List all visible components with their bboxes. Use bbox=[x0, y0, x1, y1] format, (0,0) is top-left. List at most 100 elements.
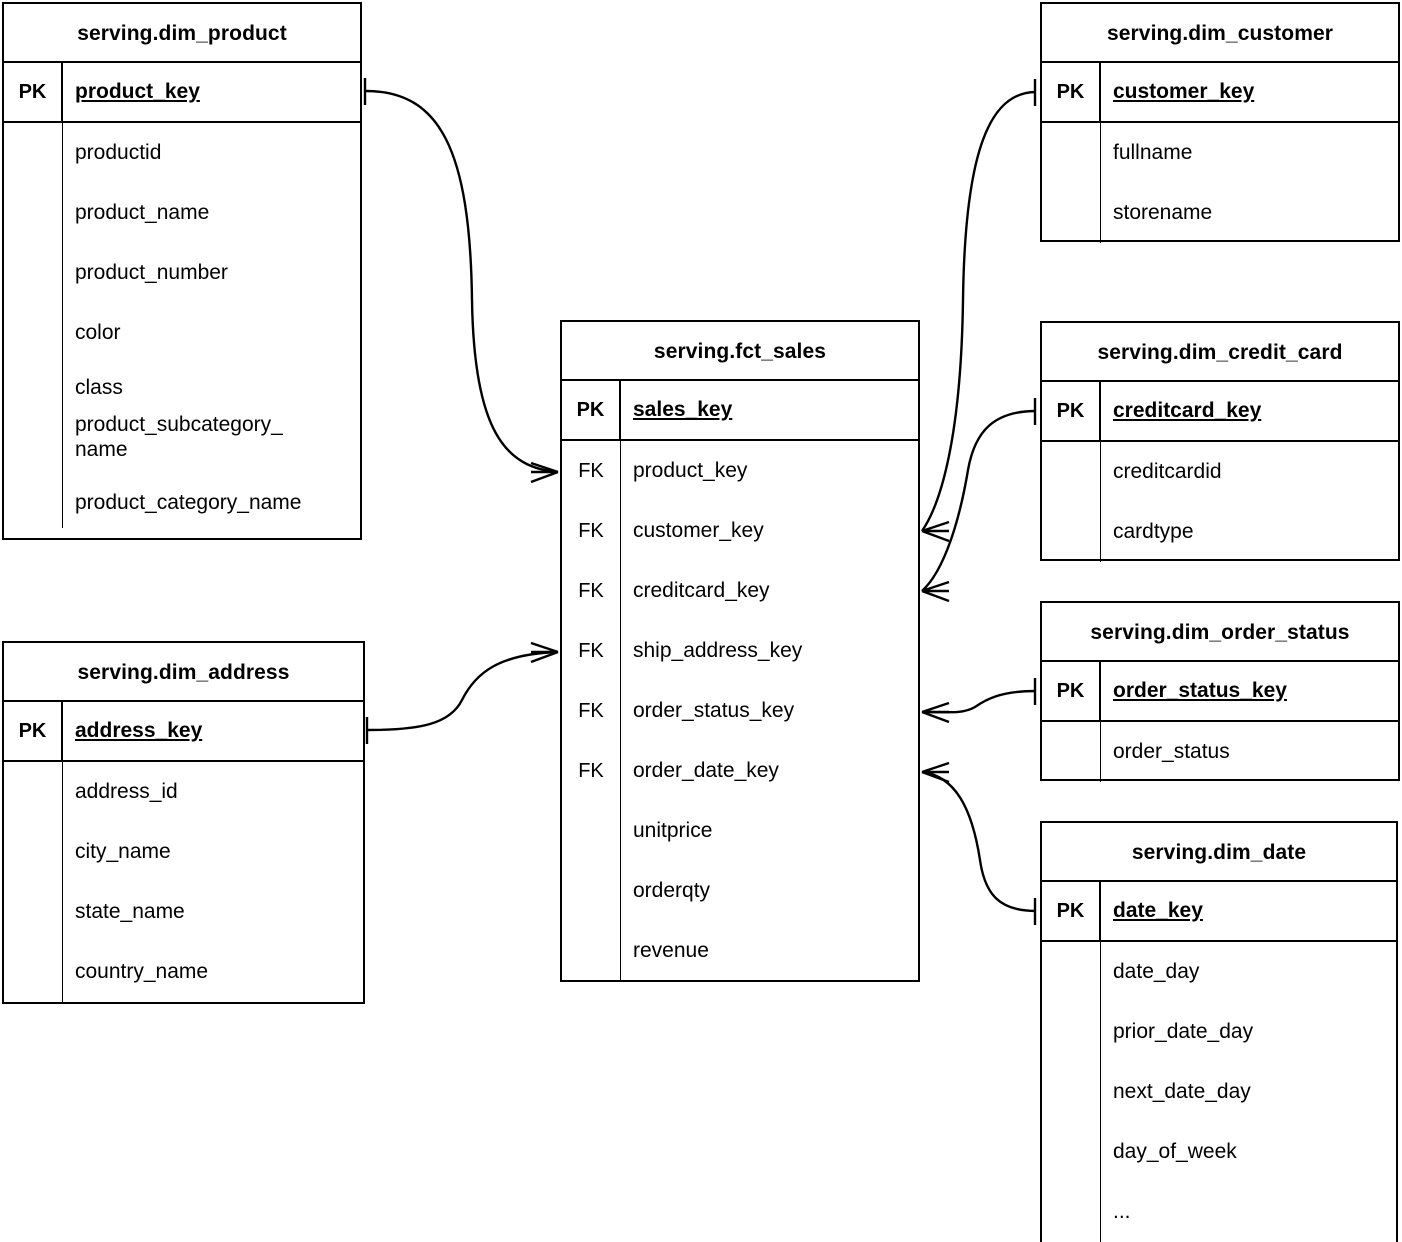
entity-title-dim-address: serving.dim_address bbox=[4, 643, 363, 702]
entity-title-dim-customer: serving.dim_customer bbox=[1042, 4, 1398, 63]
attribute-country-name: country_name bbox=[75, 959, 209, 983]
entity-dim-order-status[interactable]: serving.dim_order_status PK order_status… bbox=[1040, 601, 1400, 782]
pk-row-dim-address[interactable]: PK address_key bbox=[4, 702, 363, 762]
fk-label: FK bbox=[562, 621, 621, 681]
attribute-product-category-name: product_category_name bbox=[75, 490, 302, 514]
key-cell-empty bbox=[1042, 942, 1101, 1002]
attribute-row[interactable]: class bbox=[4, 363, 360, 413]
fk-label: FK bbox=[562, 741, 621, 801]
attribute-prior-date-day: prior_date_day bbox=[1113, 1019, 1254, 1043]
attribute-row[interactable]: color bbox=[4, 303, 360, 363]
fk-field-order-status-key: order_status_key bbox=[633, 698, 795, 722]
fk-row-product-key[interactable]: FK product_key bbox=[562, 441, 918, 501]
attribute-row[interactable]: city_name bbox=[4, 822, 363, 882]
attribute-row[interactable]: next_date_day bbox=[1042, 1062, 1396, 1122]
fk-row-order-status-key[interactable]: FK order_status_key bbox=[562, 681, 918, 741]
fk-field-order-date-key: order_date_key bbox=[633, 758, 779, 782]
relationship-orderstatus-to-sales bbox=[921, 678, 1037, 724]
relationship-creditcard-to-sales bbox=[921, 398, 1037, 603]
entity-dim-credit-card[interactable]: serving.dim_credit_card PK creditcard_ke… bbox=[1040, 321, 1400, 562]
attribute-row-ellipsis[interactable]: ... bbox=[1042, 1182, 1396, 1242]
entity-fct-sales[interactable]: serving.fct_sales PK sales_key FK produc… bbox=[560, 320, 920, 982]
key-cell-empty bbox=[1042, 502, 1101, 562]
attribute-row[interactable]: product_category_name bbox=[4, 478, 360, 528]
measure-unitprice: unitprice bbox=[633, 818, 713, 842]
key-cell-empty bbox=[1042, 722, 1101, 782]
fk-label: FK bbox=[562, 441, 621, 501]
attribute-product-name: product_name bbox=[75, 200, 210, 224]
crowsfoot-sales-orderstatus bbox=[921, 701, 950, 724]
attribute-row[interactable]: creditcardid bbox=[1042, 442, 1398, 502]
pk-row-dim-customer[interactable]: PK customer_key bbox=[1042, 63, 1398, 123]
pk-row-dim-order-status[interactable]: PK order_status_key bbox=[1042, 662, 1398, 722]
key-cell-empty bbox=[4, 942, 63, 1002]
attribute-color: color bbox=[75, 320, 121, 344]
fk-row-ship-address-key[interactable]: FK ship_address_key bbox=[562, 621, 918, 681]
attribute-product-number: product_number bbox=[75, 260, 228, 284]
key-cell-empty bbox=[4, 123, 63, 183]
attribute-row[interactable]: product_name bbox=[4, 183, 360, 243]
key-cell-empty bbox=[562, 801, 621, 861]
attribute-row[interactable]: order_status bbox=[1042, 722, 1398, 782]
attribute-cardtype: cardtype bbox=[1113, 519, 1194, 543]
pk-field-order-status-key: order_status_key bbox=[1113, 678, 1287, 702]
attribute-row[interactable]: address_id bbox=[4, 762, 363, 822]
attribute-order-status: order_status bbox=[1113, 739, 1230, 763]
pk-field-creditcard-key: creditcard_key bbox=[1113, 398, 1262, 422]
measure-row-unitprice[interactable]: unitprice bbox=[562, 801, 918, 861]
key-cell-empty bbox=[4, 822, 63, 882]
entity-title-fct-sales: serving.fct_sales bbox=[562, 322, 918, 381]
pk-label: PK bbox=[1042, 662, 1101, 720]
entity-dim-customer[interactable]: serving.dim_customer PK customer_key ful… bbox=[1040, 2, 1400, 243]
pk-label: PK bbox=[4, 63, 63, 121]
pk-label: PK bbox=[4, 702, 63, 760]
entity-dim-product[interactable]: serving.dim_product PK product_key produ… bbox=[2, 2, 362, 540]
entity-title-dim-date: serving.dim_date bbox=[1042, 823, 1396, 882]
key-cell-empty bbox=[4, 413, 63, 478]
entity-dim-date[interactable]: serving.dim_date PK date_key date_day pr… bbox=[1040, 821, 1398, 1242]
fk-row-order-date-key[interactable]: FK order_date_key bbox=[562, 741, 918, 801]
attribute-row[interactable]: prior_date_day bbox=[1042, 1002, 1396, 1062]
attribute-row[interactable]: storename bbox=[1042, 183, 1398, 243]
attribute-ellipsis: ... bbox=[1113, 1199, 1131, 1223]
attribute-row[interactable]: date_day bbox=[1042, 942, 1396, 1002]
fk-label: FK bbox=[562, 561, 621, 621]
attribute-row[interactable]: fullname bbox=[1042, 123, 1398, 183]
attribute-row[interactable]: productid bbox=[4, 123, 360, 183]
attribute-state-name: state_name bbox=[75, 899, 185, 923]
attribute-fullname: fullname bbox=[1113, 140, 1193, 164]
crowsfoot-sales-creditcard bbox=[921, 580, 950, 603]
entity-dim-address[interactable]: serving.dim_address PK address_key addre… bbox=[2, 641, 365, 1004]
attribute-row[interactable]: product_number bbox=[4, 243, 360, 303]
crowsfoot-sales-customer bbox=[921, 520, 950, 543]
attribute-row[interactable]: state_name bbox=[4, 882, 363, 942]
attribute-row[interactable]: day_of_week bbox=[1042, 1122, 1396, 1182]
pk-field-address-key: address_key bbox=[75, 718, 203, 742]
fk-label: FK bbox=[562, 681, 621, 741]
pk-row-dim-date[interactable]: PK date_key bbox=[1042, 882, 1396, 942]
key-cell-empty bbox=[1042, 1002, 1101, 1062]
attribute-product-subcategory-name: product_subcategory_ name bbox=[75, 413, 283, 461]
relationship-address-to-sales bbox=[365, 641, 559, 744]
pk-row-dim-product[interactable]: PK product_key bbox=[4, 63, 360, 123]
attribute-date-day: date_day bbox=[1113, 959, 1200, 983]
attribute-row[interactable]: country_name bbox=[4, 942, 363, 1002]
measure-row-orderqty[interactable]: orderqty bbox=[562, 861, 918, 921]
pk-row-dim-credit-card[interactable]: PK creditcard_key bbox=[1042, 382, 1398, 442]
attribute-next-date-day: next_date_day bbox=[1113, 1079, 1251, 1103]
fk-row-customer-key[interactable]: FK customer_key bbox=[562, 501, 918, 561]
key-cell-empty bbox=[1042, 442, 1101, 502]
pk-label: PK bbox=[1042, 882, 1101, 940]
pk-row-fct-sales[interactable]: PK sales_key bbox=[562, 381, 918, 441]
attribute-class: class bbox=[75, 375, 123, 399]
attribute-city-name: city_name bbox=[75, 839, 171, 863]
key-cell-empty bbox=[1042, 1062, 1101, 1122]
attribute-row[interactable]: product_subcategory_ name bbox=[4, 413, 360, 478]
fk-row-creditcard-key[interactable]: FK creditcard_key bbox=[562, 561, 918, 621]
measure-revenue: revenue bbox=[633, 938, 709, 962]
crowsfoot-sales-shipaddress bbox=[530, 641, 559, 664]
key-cell-empty bbox=[4, 478, 63, 528]
measure-row-revenue[interactable]: revenue bbox=[562, 921, 918, 981]
key-cell-empty bbox=[1042, 1122, 1101, 1182]
attribute-row[interactable]: cardtype bbox=[1042, 502, 1398, 562]
